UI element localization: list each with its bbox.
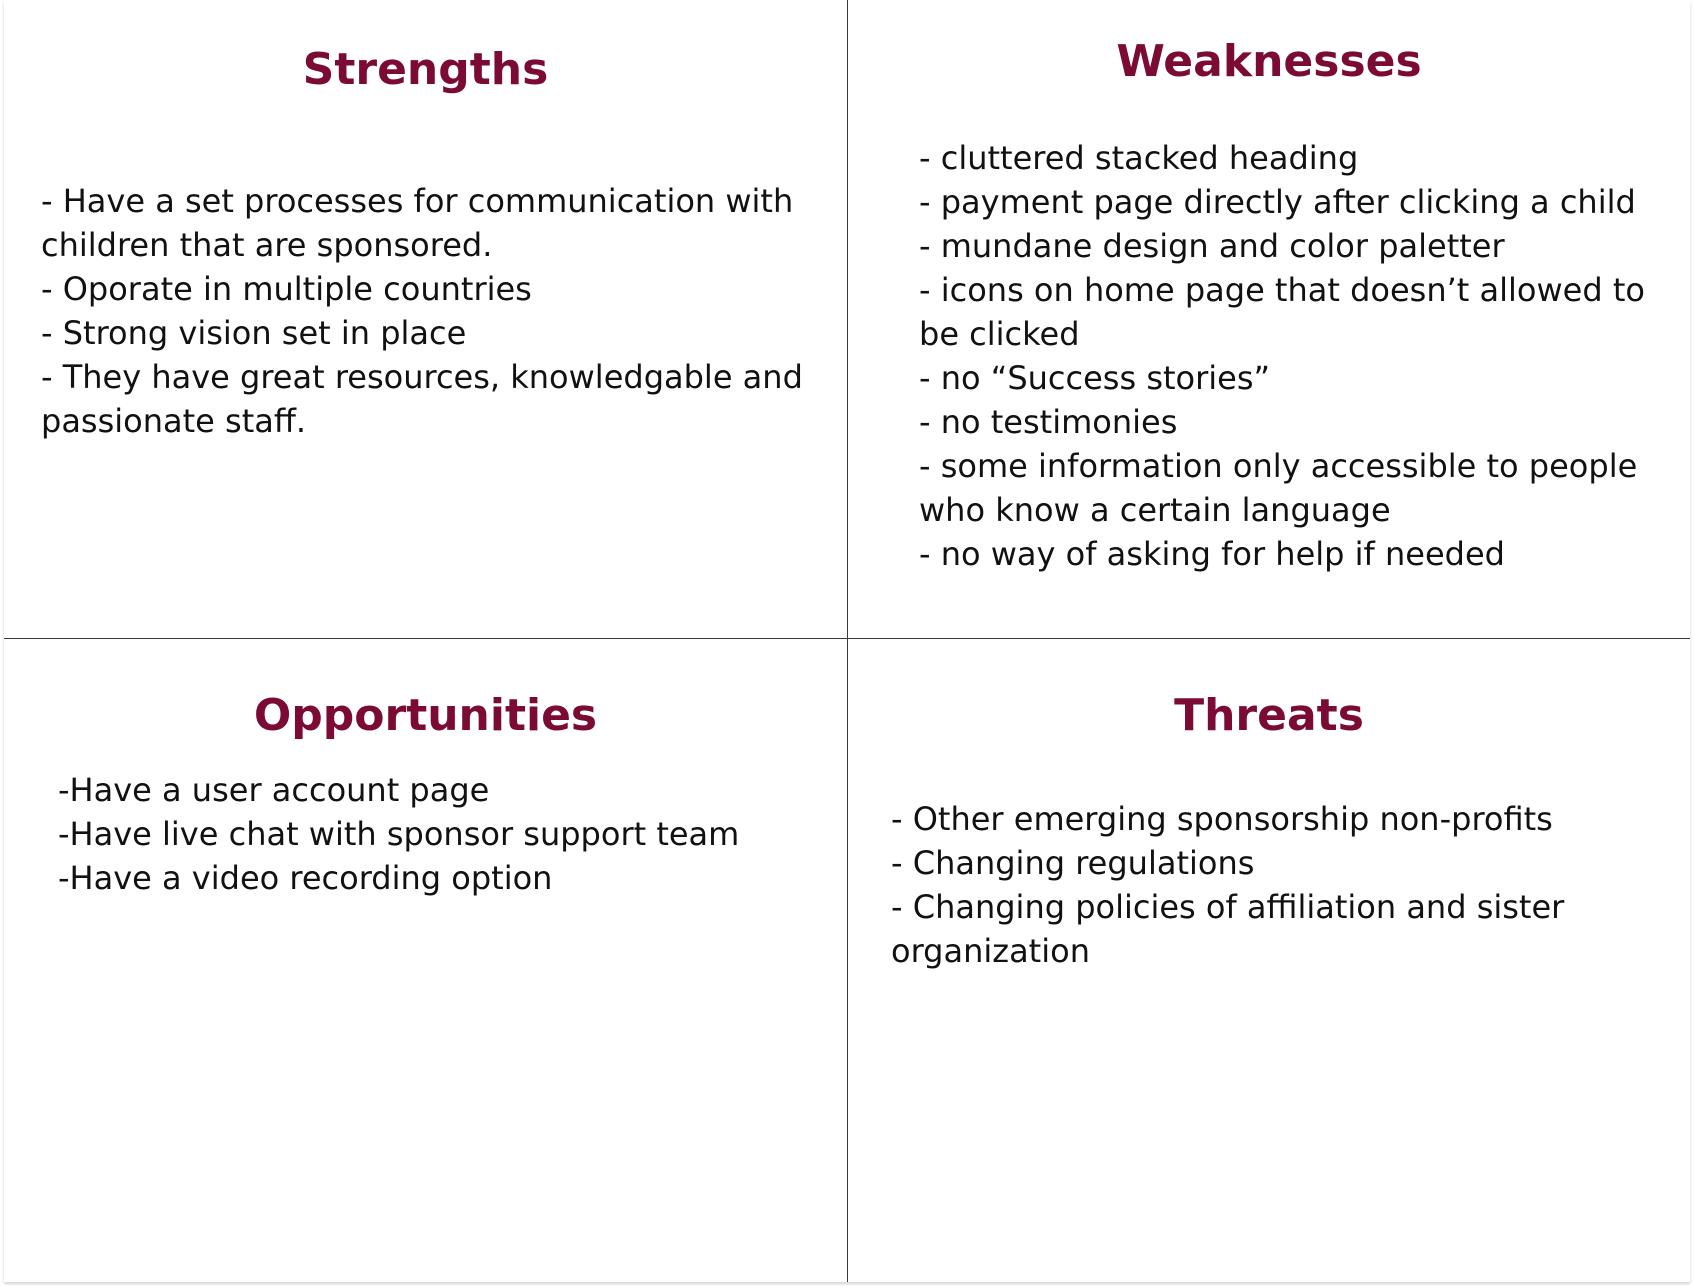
list-item: -Have a user account page <box>58 771 490 809</box>
horizontal-divider <box>4 638 1690 639</box>
weaknesses-list: - cluttered stacked heading - payment pa… <box>919 136 1649 576</box>
weaknesses-heading: Weaknesses <box>1116 36 1422 87</box>
list-item: - no “Success stories” <box>919 359 1271 397</box>
list-item: - some information only accessible to pe… <box>919 447 1638 529</box>
opportunities-list: -Have a user account page -Have live cha… <box>58 768 828 900</box>
list-item: - Strong vision set in place <box>41 314 467 352</box>
list-item: - Other emerging sponsorship non-profits <box>891 800 1553 838</box>
list-item: -Have live chat with sponsor support tea… <box>58 815 740 853</box>
vertical-divider <box>847 0 848 1282</box>
list-item: - mundane design and color paletter <box>919 227 1505 265</box>
list-item: - no testimonies <box>919 403 1178 441</box>
list-item: - Changing policies of affiliation and s… <box>891 888 1565 970</box>
list-item: - icons on home page that doesn’t allowe… <box>919 271 1645 353</box>
list-item: -Have a video recording option <box>58 859 553 897</box>
opportunities-heading: Opportunities <box>253 690 598 741</box>
list-item: - Oporate in multiple countries <box>41 270 532 308</box>
list-item: - payment page directly after clicking a… <box>919 183 1636 221</box>
threats-heading: Threats <box>1174 690 1364 741</box>
strengths-list: - Have a set processes for communication… <box>41 179 831 443</box>
list-item: - Have a set processes for communication… <box>41 182 794 264</box>
threats-list: - Other emerging sponsorship non-profits… <box>891 797 1671 973</box>
list-item: - They have great resources, knowledgabl… <box>41 358 803 440</box>
list-item: - cluttered stacked heading <box>919 139 1359 177</box>
list-item: - Changing regulations <box>891 844 1255 882</box>
list-item: - no way of asking for help if needed <box>919 535 1505 573</box>
strengths-heading: Strengths <box>302 44 549 95</box>
